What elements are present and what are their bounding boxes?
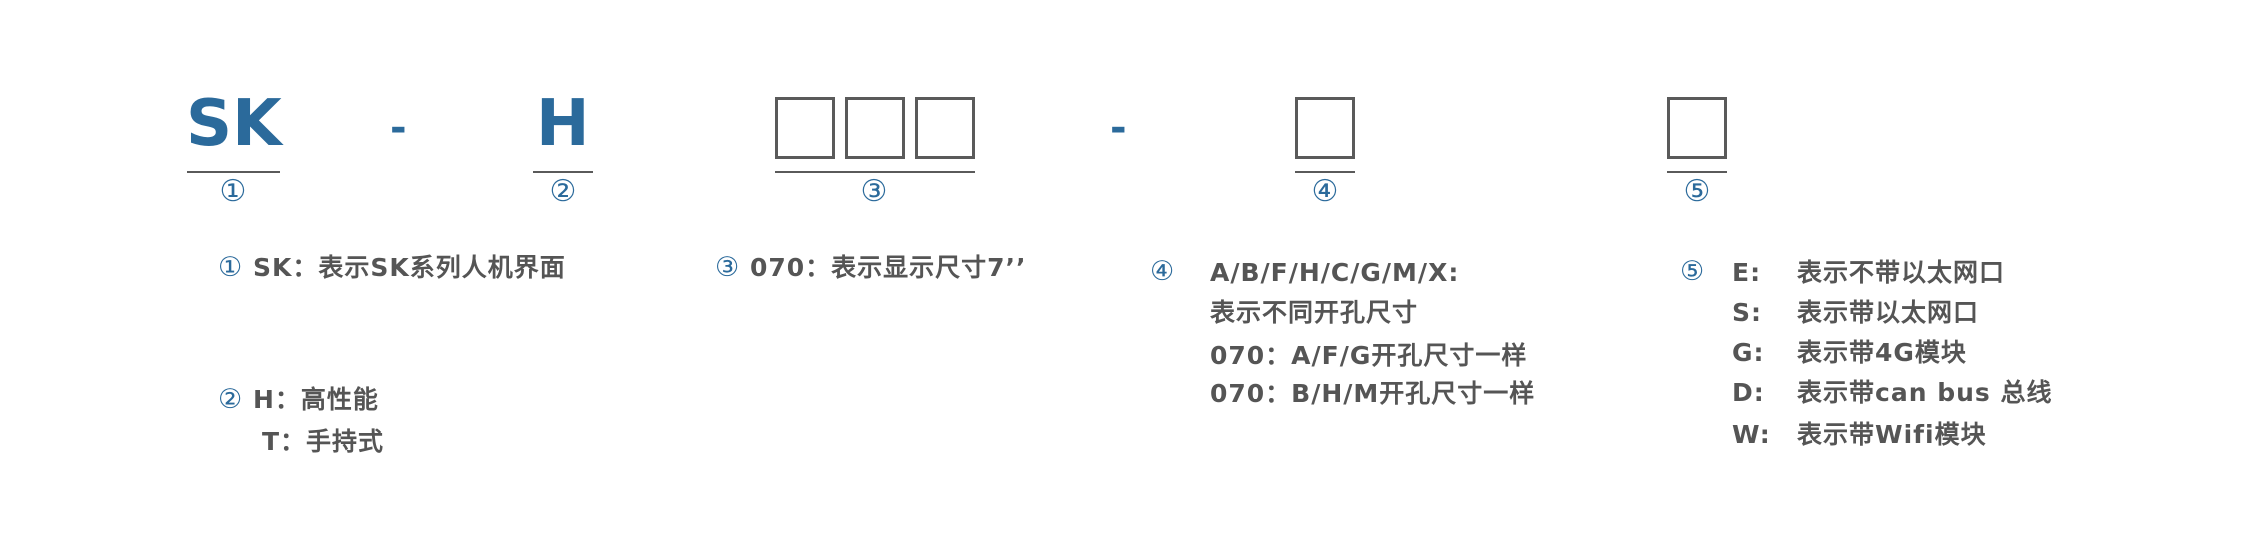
legend-text-3: 070：表示显示尺寸7’’ — [749, 253, 1027, 282]
underline-2 — [533, 171, 593, 173]
code-separator-2: - — [1110, 105, 1127, 151]
marker-5: ⑤ — [1683, 174, 1711, 209]
legend-marker-4: ④ — [1150, 256, 1176, 287]
marker-3: ③ — [860, 174, 888, 209]
marker-4: ④ — [1311, 174, 1339, 209]
code-type-h: H — [536, 87, 590, 161]
legend-marker-5: ⑤ — [1680, 256, 1706, 287]
marker-1: ① — [219, 174, 247, 209]
legend-desc-5-s: 表示带以太网口 — [1797, 298, 1980, 327]
legend-marker-3: ③ — [715, 252, 741, 283]
underline-5 — [1667, 171, 1727, 173]
legend-text-2-line-1: H：高性能 — [252, 385, 379, 414]
legend-text-1: SK：表示SK系列人机界面 — [252, 253, 566, 282]
legend-desc-5-w: 表示带Wifi模块 — [1797, 420, 1987, 449]
legend-key-5-w: W: — [1732, 420, 1771, 449]
legend-key-5-g: G: — [1732, 338, 1765, 367]
placeholder-box-cutout — [1295, 97, 1355, 159]
code-prefix-sk: SK — [186, 87, 282, 161]
marker-2: ② — [549, 174, 577, 209]
legend-text-4-line-1: A/B/F/H/C/G/M/X: — [1210, 258, 1460, 287]
code-separator-1: - — [390, 105, 407, 151]
legend-text-2-line-2: T：手持式 — [262, 427, 385, 456]
legend-text-4-line-4: 070：B/H/M开孔尺寸一样 — [1210, 379, 1536, 408]
legend-desc-5-e: 表示不带以太网口 — [1797, 258, 2006, 287]
underline-4 — [1295, 171, 1355, 173]
legend-text-4-line-2: 表示不同开孔尺寸 — [1210, 298, 1419, 327]
legend-item-3: ③ 070：表示显示尺寸7’’ — [715, 254, 1027, 281]
placeholder-box-size-1 — [775, 97, 835, 159]
legend-desc-5-g: 表示带4G模块 — [1797, 338, 1967, 367]
legend-item-2: ② H：高性能 — [218, 386, 379, 413]
legend-marker-2: ② — [218, 384, 244, 415]
legend-marker-1: ① — [218, 252, 244, 283]
placeholder-box-size-3 — [915, 97, 975, 159]
legend-key-5-s: S: — [1732, 298, 1763, 327]
legend-desc-5-d: 表示带can bus 总线 — [1797, 378, 2053, 407]
legend-item-1: ① SK：表示SK系列人机界面 — [218, 254, 566, 281]
underline-3 — [775, 171, 975, 173]
underline-1 — [187, 171, 280, 173]
placeholder-box-size-2 — [845, 97, 905, 159]
legend-key-5-e: E: — [1732, 258, 1762, 287]
placeholder-box-option — [1667, 97, 1727, 159]
legend-key-5-d: D: — [1732, 378, 1765, 407]
legend-text-4-line-3: 070：A/F/G开孔尺寸一样 — [1210, 341, 1528, 370]
